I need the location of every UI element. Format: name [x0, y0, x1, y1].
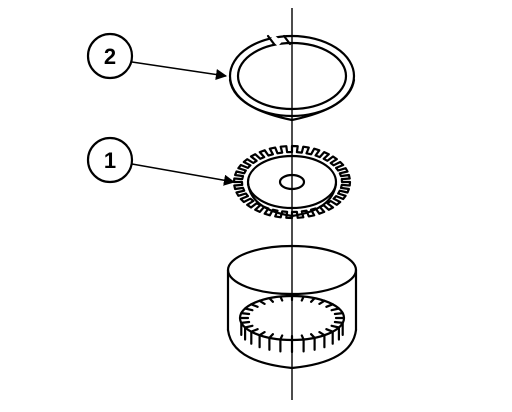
- toothed-gear: [232, 144, 352, 220]
- callout-2-label: 2: [104, 44, 116, 69]
- callout-1-leader-arrow: [131, 163, 236, 186]
- callout-2-leader-arrow: [131, 61, 228, 81]
- callout-1-circle: [86, 136, 134, 184]
- callout-1: 1: [86, 136, 236, 186]
- callout-1-label: 1: [104, 148, 116, 173]
- callout-2-circle: [86, 32, 134, 80]
- clutch-drum: [226, 244, 358, 370]
- snap-ring: [228, 34, 356, 122]
- callout-2: 2: [86, 32, 228, 81]
